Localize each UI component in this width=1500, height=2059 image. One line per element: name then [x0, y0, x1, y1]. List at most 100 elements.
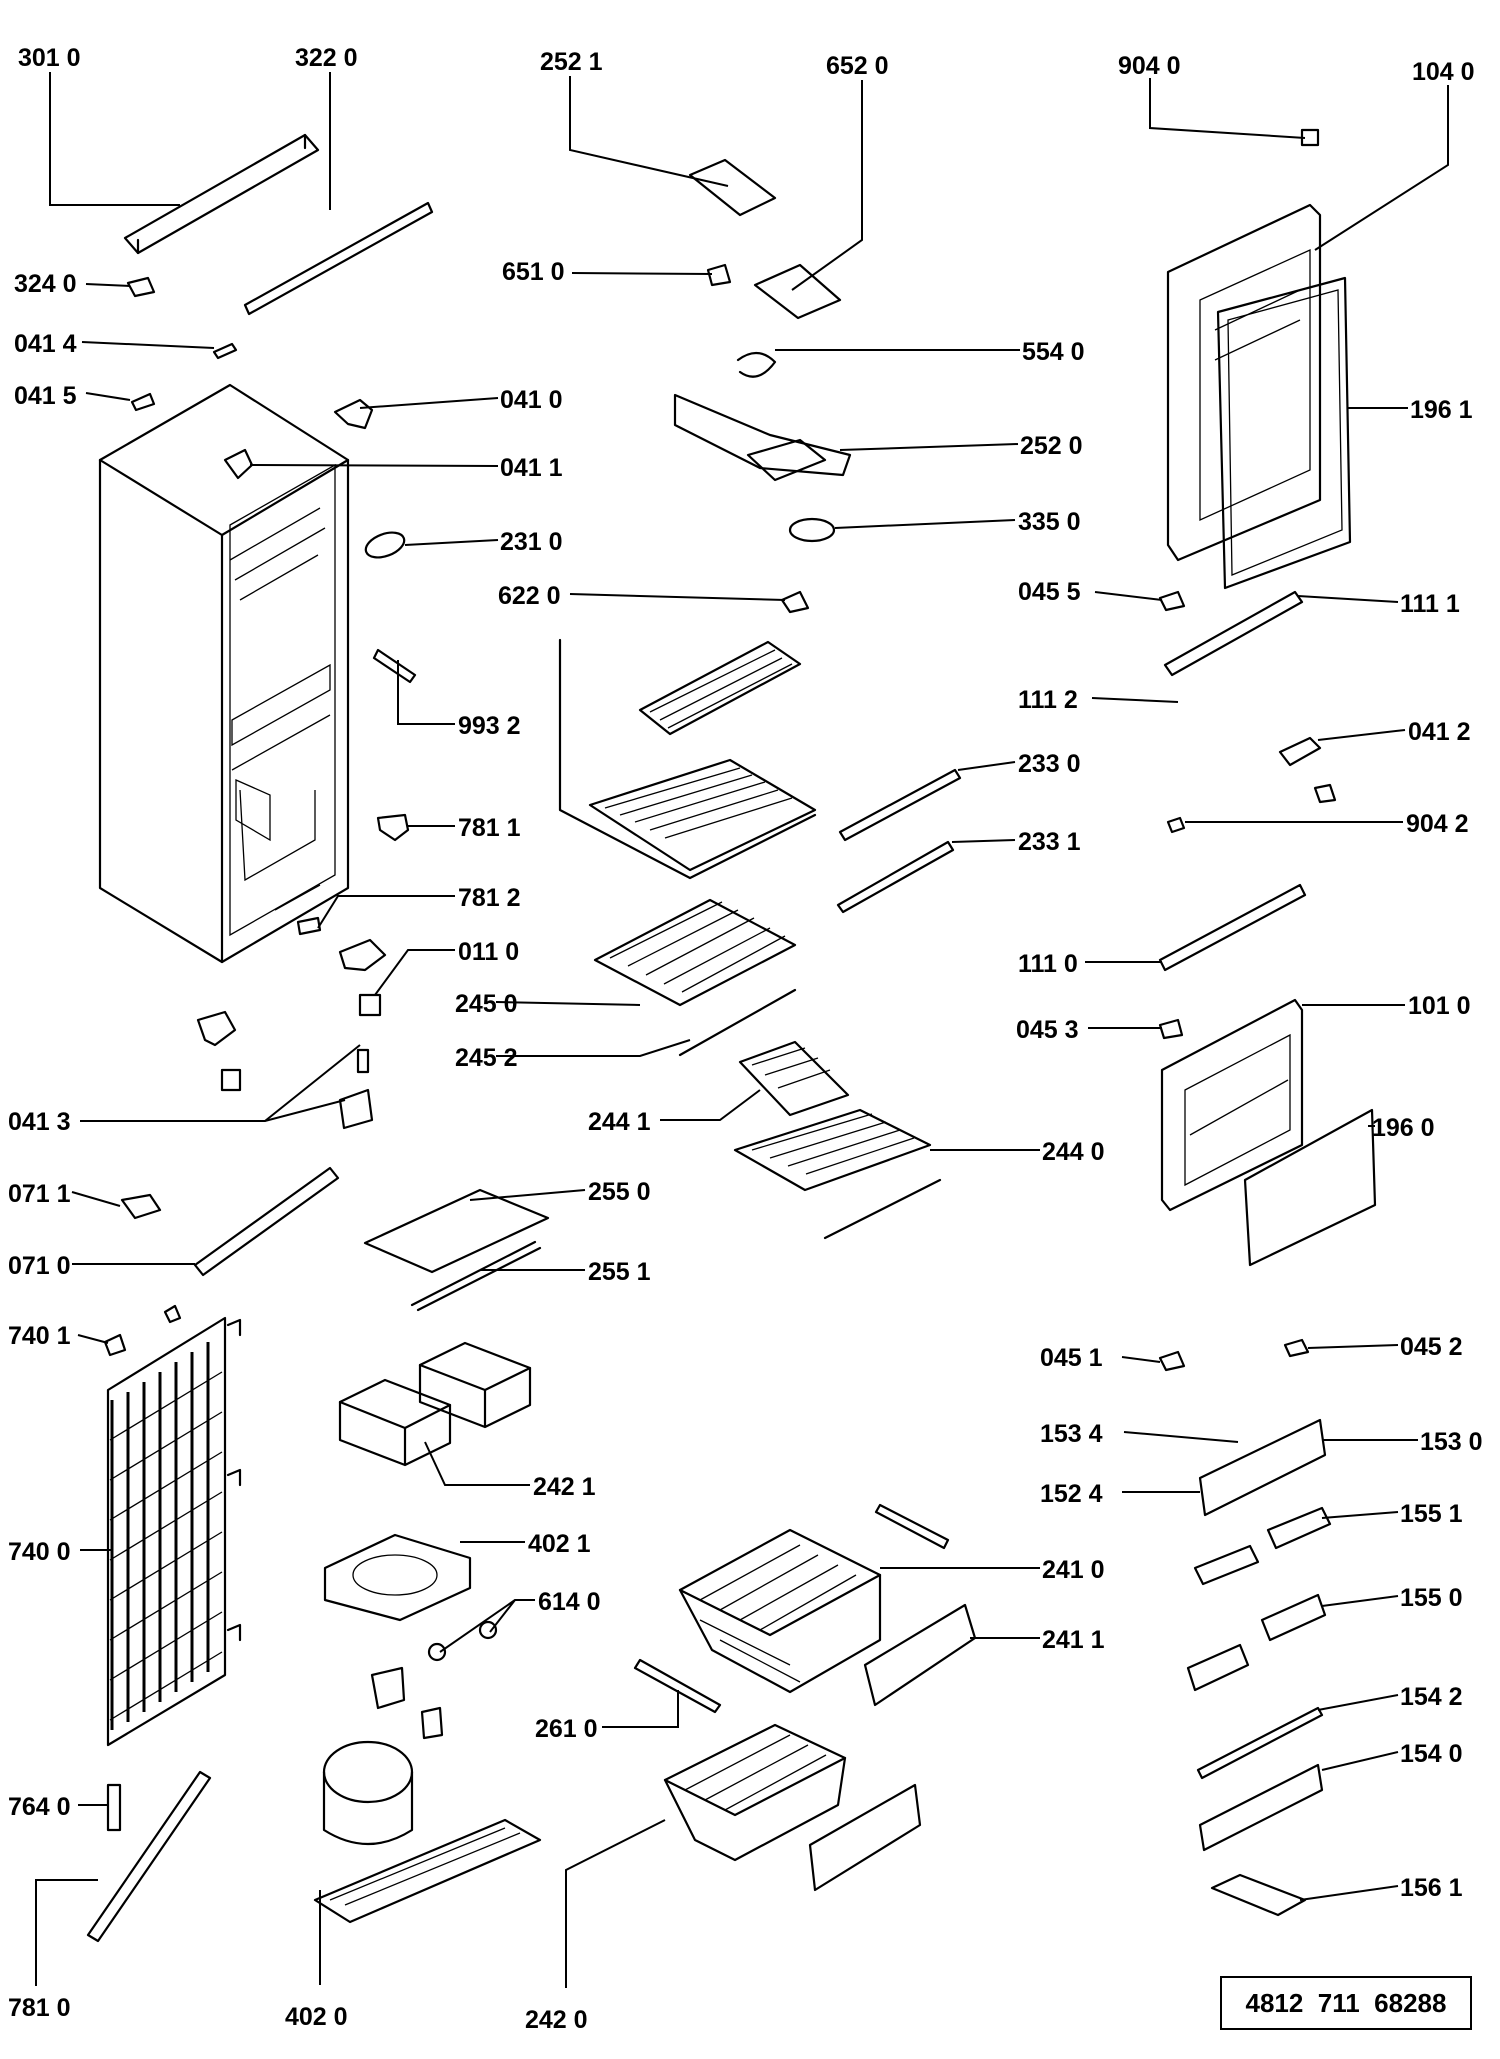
callout-1111: 111 1 — [1400, 590, 1460, 618]
wire-shelves-244 — [733, 1040, 942, 1240]
callout-6510: 651 0 — [502, 258, 565, 286]
callout-0412: 041 2 — [1408, 718, 1471, 746]
callout-6140: 614 0 — [538, 1588, 601, 1616]
basket-front-2420 — [808, 1783, 922, 1892]
box-1550b — [1186, 1643, 1250, 1692]
callout-6220: 622 0 — [498, 582, 561, 610]
callout-0411: 041 1 — [500, 454, 563, 482]
callout-7400: 740 0 — [8, 1538, 71, 1566]
part-7401b — [163, 1304, 182, 1324]
callout-0453: 045 3 — [1016, 1016, 1079, 1044]
callout-9932: 993 2 — [458, 712, 521, 740]
callout-2331: 233 1 — [1018, 828, 1081, 856]
rail-2331 — [836, 840, 955, 914]
callout-9040: 904 0 — [1118, 52, 1181, 80]
callout-0413: 041 3 — [8, 1108, 71, 1136]
hinge-0412b — [1313, 783, 1337, 804]
hinge-0410 — [333, 398, 374, 430]
callout-2520: 252 0 — [1020, 432, 1083, 460]
callout-3350: 335 0 — [1018, 508, 1081, 536]
callout-1534: 153 4 — [1040, 1420, 1103, 1448]
callout-6520: 652 0 — [826, 52, 889, 80]
callout-0711: 071 1 — [8, 1180, 71, 1208]
callout-2551: 255 1 — [588, 1258, 651, 1286]
callout-2521: 252 1 — [540, 48, 603, 76]
reference-number-box: 4812 711 68288 — [1220, 1976, 1472, 2030]
part-9932 — [372, 648, 417, 684]
rail-2330 — [838, 768, 962, 842]
bottom-hinges — [196, 938, 387, 1130]
clip-324 — [126, 276, 156, 298]
reference-number: 4812 711 68288 — [1245, 1987, 1447, 2018]
callout-1960: 196 0 — [1372, 1114, 1435, 1142]
callout-2421: 242 1 — [533, 1473, 596, 1501]
part-drawings — [86, 128, 1377, 1943]
callout-2330: 233 0 — [1018, 750, 1081, 778]
callout-2420: 242 0 — [525, 2006, 588, 2034]
callout-1530: 153 0 — [1420, 1428, 1483, 1456]
part-7812 — [296, 916, 322, 936]
wire-shelf-2450 — [593, 898, 797, 1007]
fridge-door-1040 — [1166, 203, 1322, 562]
hinge-0412 — [1278, 736, 1322, 767]
callout-0110: 011 0 — [458, 938, 519, 966]
basket-2420 — [663, 1723, 847, 1862]
part-6140b — [478, 1620, 498, 1640]
callout-0410: 041 0 — [500, 386, 563, 414]
part-2310 — [364, 531, 406, 559]
part-7401 — [103, 1333, 127, 1357]
callout-2411: 241 1 — [1042, 1626, 1105, 1654]
callout-5540: 554 0 — [1022, 338, 1085, 366]
fridge-door-1010 — [1160, 998, 1304, 1212]
cabinet-body — [98, 383, 350, 964]
callout-7812: 781 2 — [458, 884, 521, 912]
callout-1010: 101 0 — [1408, 992, 1471, 1020]
callout-1561: 156 1 — [1400, 1874, 1463, 1902]
egg-tray-1551b — [1193, 1544, 1260, 1586]
ice-tray-1561 — [1210, 1873, 1307, 1917]
drawers-2421 — [338, 1341, 532, 1467]
basket-front-2411 — [863, 1603, 977, 1707]
callout-0414: 041 4 — [14, 330, 77, 358]
glass-shelf-2550 — [363, 1188, 550, 1274]
callout-1542: 154 2 — [1400, 1683, 1463, 1711]
gasket-1961-inner — [1227, 289, 1343, 576]
balcony-1530 — [1198, 1418, 1327, 1517]
callout-1540: 154 0 — [1400, 1740, 1463, 1768]
callout-labels: 301 0 322 0 252 1 652 0 904 0 104 0 324 … — [8, 44, 1483, 2034]
callout-2452: 245 2 — [455, 1044, 518, 1072]
callout-9042: 904 2 — [1406, 810, 1469, 838]
callout-0451: 045 1 — [1040, 1344, 1103, 1372]
thermostat-group — [673, 158, 852, 543]
part-0711 — [120, 1193, 162, 1220]
callout-1110: 111 0 — [1018, 950, 1078, 978]
callout-2440: 244 0 — [1042, 1138, 1105, 1166]
callout-3010: 301 0 — [18, 44, 81, 72]
callout-1112: 111 2 — [1018, 686, 1078, 714]
callout-3220: 322 0 — [295, 44, 358, 72]
callout-1961: 196 1 — [1410, 396, 1473, 424]
callout-7810: 781 0 — [8, 1994, 71, 2022]
shelf-trim-2452 — [678, 988, 797, 1057]
callout-2310: 231 0 — [500, 528, 563, 556]
evaporator-shelves — [558, 638, 817, 880]
door-bar-1111 — [1163, 590, 1304, 677]
callout-2450: 245 0 — [455, 990, 518, 1018]
part-9042 — [1166, 816, 1186, 834]
part-6140 — [427, 1642, 447, 1662]
callout-2441: 244 1 — [588, 1108, 651, 1136]
box-1550 — [1260, 1593, 1327, 1642]
part-0452 — [1283, 1338, 1310, 1358]
compressor-4020 — [313, 1740, 542, 1924]
part-0455 — [1158, 590, 1186, 612]
strip-1542 — [1196, 1706, 1324, 1780]
callout-0452: 045 2 — [1400, 1333, 1463, 1361]
relay-b — [420, 1706, 444, 1740]
part-6220 — [780, 590, 810, 614]
door-bar-1110 — [1158, 883, 1307, 972]
tube-7810 — [86, 1770, 212, 1943]
part-0453 — [1158, 1018, 1184, 1040]
balcony-1540 — [1198, 1763, 1324, 1852]
callout-1040: 104 0 — [1412, 58, 1475, 86]
